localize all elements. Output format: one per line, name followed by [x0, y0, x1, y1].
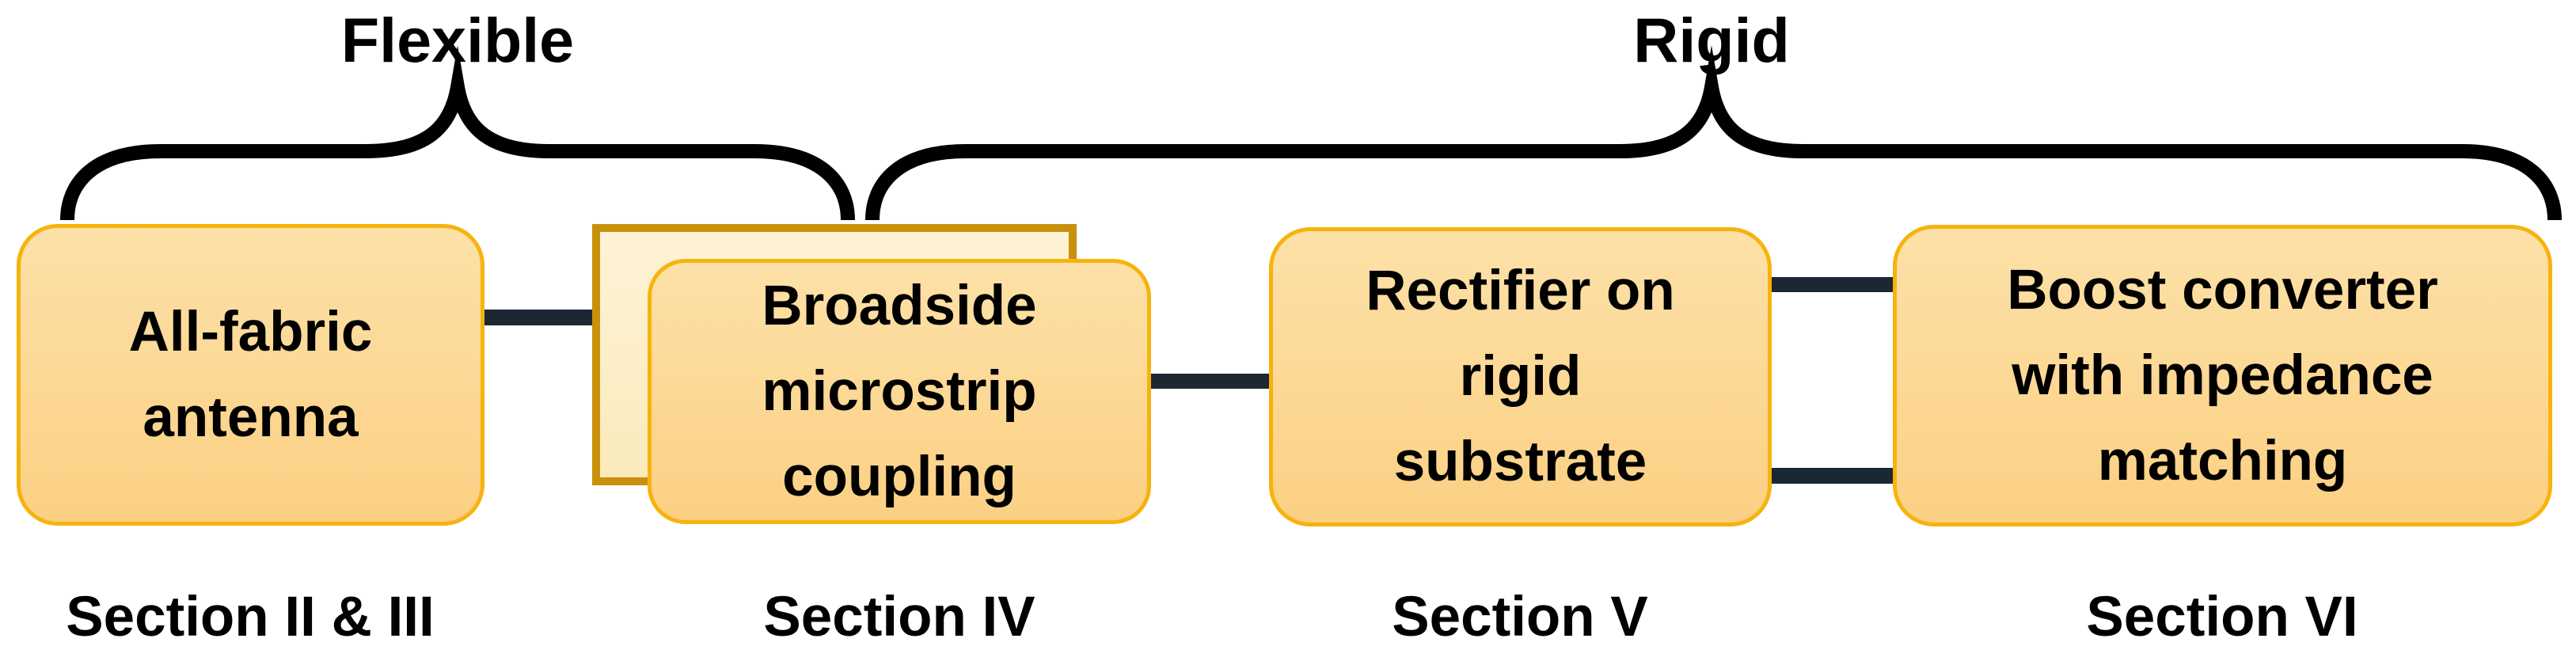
- box-text-line: with impedance: [2012, 344, 2434, 407]
- box-broadside-microstrip-coupling: Broadside microstrip coupling: [648, 259, 1151, 524]
- box-text-line: All-fabric: [128, 300, 373, 363]
- box-text-line: rigid: [1459, 345, 1582, 408]
- box-text-line: Boost converter: [2007, 258, 2438, 321]
- box-boost-converter: Boost converter with impedance matching: [1893, 225, 2552, 526]
- box-text-line: Rectifier on: [1366, 260, 1675, 322]
- box-text-line: matching: [2097, 429, 2348, 492]
- connector-coupling-to-rectifier: [1148, 374, 1271, 389]
- section-label-rectifier: Section V: [1392, 586, 1648, 648]
- box-all-fabric-antenna: All-fabric antenna: [17, 224, 484, 526]
- flexible-brace-icon: [60, 45, 855, 221]
- connector-rectifier-to-boost-top: [1769, 277, 1894, 292]
- rigid-brace-icon: [865, 45, 2562, 221]
- box-text-line: Broadside: [762, 274, 1037, 337]
- section-label-antenna: Section II & III: [66, 586, 435, 648]
- section-label-coupling: Section IV: [763, 586, 1035, 648]
- box-text-line: microstrip: [762, 359, 1037, 423]
- rigid-group-label: Rigid: [1633, 5, 1790, 75]
- box-text-line: substrate: [1393, 431, 1647, 493]
- section-label-boost: Section VI: [2086, 586, 2358, 648]
- flexible-group-label: Flexible: [340, 5, 575, 75]
- connector-rectifier-to-boost-bottom: [1769, 468, 1894, 484]
- box-rectifier-rigid-substrate: Rectifier on rigid substrate: [1269, 227, 1772, 526]
- connector-antenna-to-coupling: [484, 310, 595, 325]
- box-text-line: antenna: [142, 386, 359, 449]
- box-text-line: coupling: [782, 445, 1016, 508]
